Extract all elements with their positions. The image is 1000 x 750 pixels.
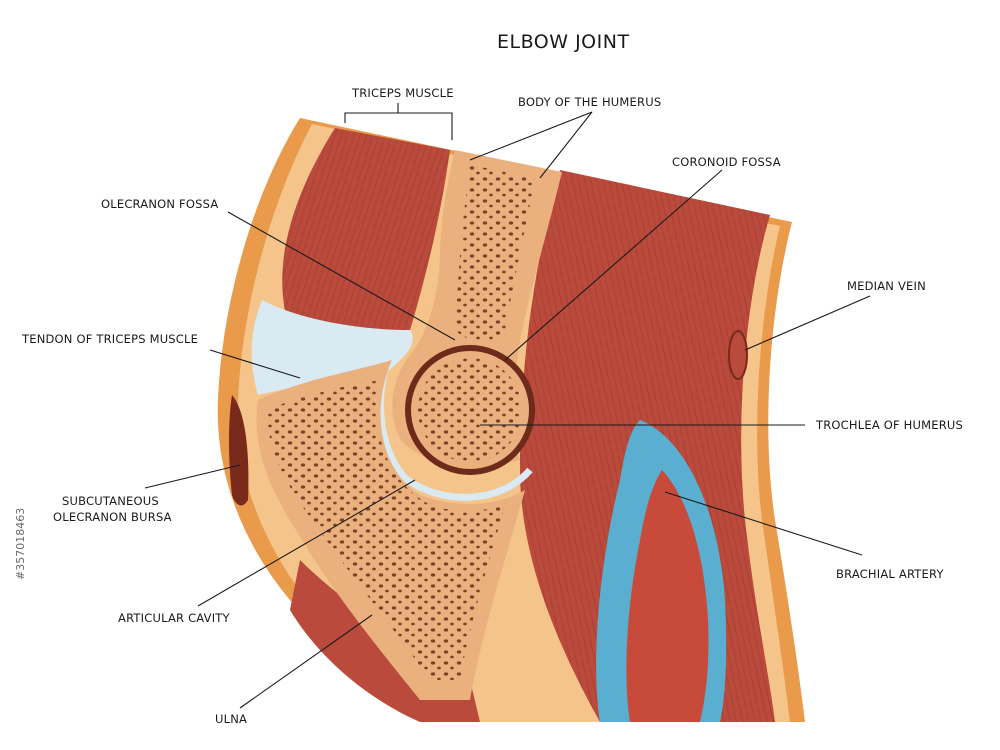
anatomy-illustration xyxy=(217,118,806,722)
label-tendon-of-triceps: TENDON OF TRICEPS MUSCLE xyxy=(21,332,198,346)
bursa-shape xyxy=(229,395,249,506)
leader-coronoid xyxy=(504,169,723,361)
label-articular-cavity: ARTICULAR CAVITY xyxy=(118,611,231,625)
label-body-of-humerus: BODY OF THE HUMERUS xyxy=(518,95,661,109)
label-olecranon-fossa: OLECRANON FOSSA xyxy=(101,197,218,211)
leader-lines xyxy=(144,103,871,709)
triceps-bracket xyxy=(344,103,453,140)
label-bursa-line2: OLECRANON BURSA xyxy=(53,510,172,524)
label-median-vein: MEDIAN VEIN xyxy=(847,279,926,293)
leader-median-vein xyxy=(744,295,871,351)
leader-tendon xyxy=(209,349,301,379)
label-triceps-muscle: TRICEPS MUSCLE xyxy=(351,86,454,100)
label-trochlea-of-humerus: TROCHLEA OF HUMERUS xyxy=(815,418,963,432)
median-vein-shape xyxy=(728,330,748,380)
label-bursa-line1: SUBCUTANEOUS xyxy=(62,494,159,508)
label-brachial-artery: BRACHIAL ARTERY xyxy=(836,567,944,581)
humerus-marrow xyxy=(455,165,535,342)
leader-bursa xyxy=(144,464,241,489)
triceps-fibers xyxy=(282,128,450,342)
leader-humerus xyxy=(469,111,593,179)
brachial-artery-shape xyxy=(626,470,709,722)
stock-image-id: #357018463 xyxy=(14,508,27,580)
label-ulna: ULNA xyxy=(215,712,247,726)
leader-brachial-artery xyxy=(664,491,863,556)
leader-ulna xyxy=(239,614,373,709)
leader-olecranon-fossa xyxy=(227,211,456,341)
leader-articular-cavity xyxy=(197,479,416,607)
label-coronoid-fossa: CORONOID FOSSA xyxy=(672,155,781,169)
trochlea-marrow xyxy=(418,358,522,462)
ulna-marrow xyxy=(267,380,505,680)
diagram-title: ELBOW JOINT xyxy=(497,31,630,53)
